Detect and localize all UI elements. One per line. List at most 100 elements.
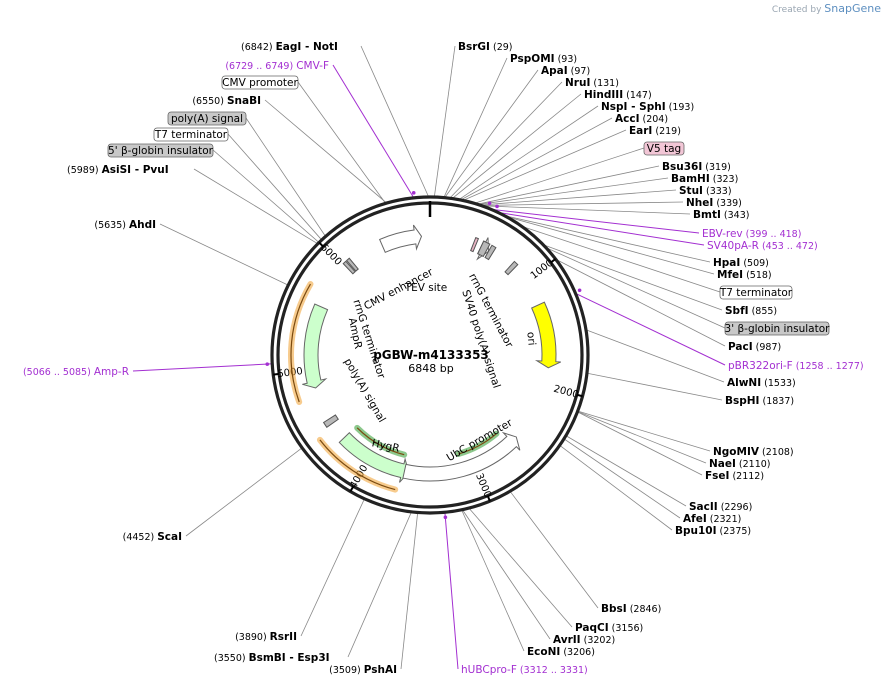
enzyme-pos: (4452) [123,532,158,543]
enzyme-name: BspHI (1837) [725,395,794,407]
enzyme-site-bsu36i[interactable]: Bsu36I (319) [662,161,731,173]
primer-hubcpro-f[interactable]: hUBCpro-F (3312 .. 3331) [461,664,588,676]
inner-label: ori [524,331,537,346]
feature-arrow-ubc-promoter[interactable] [402,431,521,482]
feature-arrow-ori[interactable] [530,301,562,369]
enzyme-site-eari[interactable]: EarI (219) [629,125,681,137]
enzyme-site-bpu10i[interactable]: Bpu10I (2375) [675,525,751,537]
feature-leader [245,117,327,238]
enzyme-pos: (2108) [759,447,794,458]
feature-box[interactable] [477,240,491,258]
feature-box[interactable] [342,260,356,275]
feature-label-v5-tag[interactable]: V5 tag [643,141,685,156]
enzyme-leader [475,165,660,206]
enzyme-site-nspi[interactable]: NspI - SphI (193) [601,101,694,113]
enzyme-site-stui[interactable]: StuI (333) [679,185,732,197]
enzyme-name: MfeI (518) [717,269,772,281]
enzyme-site-asisi[interactable]: (5989) AsiSI - PvuI [67,164,169,176]
enzyme-pos: (6842) [241,42,276,53]
inner-label: HygR [371,437,401,455]
enzyme-label: RsrII [270,631,297,643]
primer-mark [577,288,582,293]
enzyme-site-sbfi[interactable]: SbfI (855) [725,305,777,317]
primer-sv40pa-r[interactable]: SV40pA-R (453 .. 472) [707,240,818,252]
primer-pos: (3312 .. 3331) [517,665,588,676]
primer-pos: (1258 .. 1277) [793,361,864,372]
enzyme-site-bbsi[interactable]: BbsI (2846) [601,603,661,615]
enzyme-name: BsrGI (29) [458,41,513,53]
enzyme-site-nhei[interactable]: NheI (339) [686,197,742,209]
feature-box[interactable] [345,257,359,272]
feature-label-3-globin-insulator[interactable]: 3' β-globin insulator [725,321,831,336]
enzyme-site-ahdi[interactable]: (5635) AhdI [94,219,156,231]
enzyme-leader [450,93,582,200]
enzyme-pos: (339) [713,198,742,209]
plasmid-center-label: pGBW-m4133353 6848 bp [373,348,489,375]
enzyme-site-alwni[interactable]: AlwNI (1533) [727,377,796,389]
enzyme-site-paqci[interactable]: PaqCI (3156) [575,622,643,634]
enzyme-site-naei[interactable]: NaeI (2110) [709,458,771,470]
feature-label-t7-terminator[interactable]: T7 terminator [719,285,793,300]
enzyme-site-mfei[interactable]: MfeI (518) [717,269,772,281]
enzyme-site-paci[interactable]: PacI (987) [728,341,781,353]
enzyme-site-apai[interactable]: ApaI (97) [541,65,590,77]
primer-amp-r[interactable]: (5066 .. 5085) Amp-R [23,366,129,378]
enzyme-site-bsmbi[interactable]: (3550) BsmBI - Esp3I [214,652,330,664]
enzyme-name: (6550) SnaBI [192,95,261,107]
enzyme-pos: (97) [568,66,591,77]
enzyme-site-hpai[interactable]: HpaI (509) [713,257,769,269]
enzyme-site-sacii[interactable]: SacII (2296) [689,501,752,513]
feature-arrow-cmv-enhancer[interactable] [378,224,423,253]
enzyme-site-ngomiv[interactable]: NgoMIV (2108) [713,446,794,458]
tick-mark [576,393,583,398]
feature-label-5-globin-insulator[interactable]: 5' β-globin insulator [107,143,214,158]
enzyme-name: StuI (333) [679,185,732,197]
primer-label: pBR322ori-F (1258 .. 1277) [728,360,864,372]
enzyme-name: ApaI (97) [541,65,590,77]
feature-box[interactable] [484,244,497,261]
enzyme-leader [478,201,684,206]
enzyme-site-avrii[interactable]: AvrII (3202) [553,634,615,646]
primer-cmv-f[interactable]: (6729 .. 6749) CMV-F [225,60,329,72]
enzyme-site-nrui[interactable]: NruI (131) [565,77,619,89]
feature-box[interactable] [504,260,519,276]
feature-label-box [153,127,229,142]
primer-pos: (5066 .. 5085) [23,367,94,378]
enzyme-site-acci[interactable]: AccI (204) [615,113,668,125]
enzyme-site-bamhi[interactable]: BamHI (323) [671,173,738,185]
feature-box[interactable] [470,236,480,253]
enzyme-label: BmtI [693,209,721,221]
enzyme-site-bmti[interactable]: BmtI (343) [693,209,749,221]
enzyme-site-afei[interactable]: AfeI (2321) [683,513,741,525]
feature-label-t7-terminator[interactable]: T7 terminator [153,127,229,142]
enzyme-site-bsphi[interactable]: BspHI (1837) [725,395,794,407]
enzyme-site-econi[interactable]: EcoNI (3206) [527,646,595,658]
enzyme-site-fsei[interactable]: FseI (2112) [705,470,764,482]
feature-box[interactable] [322,414,339,428]
enzyme-pos: (855) [749,306,778,317]
primer-ebv-rev[interactable]: EBV-rev (399 .. 418) [702,228,801,240]
feature-leader [518,224,721,293]
enzyme-site-rsrii[interactable]: (3890) RsrII [235,631,297,643]
primer-pbr322ori-f[interactable]: pBR322ori-F (1258 .. 1277) [728,360,864,372]
enzyme-site-pshai[interactable]: (3509) PshAI [329,664,397,676]
primer-label: (5066 .. 5085) Amp-R [23,366,129,378]
enzyme-leader [433,45,456,199]
primer-name: hUBCpro-F [461,664,517,676]
enzyme-leader [400,511,419,670]
enzyme-site-pspomi[interactable]: PspOMI (93) [510,53,577,65]
enzyme-site-bsrgi[interactable]: BsrGI (29) [458,41,513,53]
enzyme-pos: (2321) [707,514,742,525]
feature-arrow-ampr[interactable] [302,303,329,389]
enzyme-site-hindiii[interactable]: HindIII (147) [584,89,652,101]
enzyme-leader [459,117,613,202]
enzyme-site-eagi[interactable]: (6842) EagI - NotI [241,41,338,53]
feature-label-poly-a-signal[interactable]: poly(A) signal [167,111,247,126]
feature-label-cmv-promoter[interactable]: CMV promoter [221,75,298,90]
enzyme-pos: (204) [639,114,668,125]
primer-name: CMV-F [296,60,329,72]
feature-label-text: T7 terminator [154,129,228,141]
enzyme-site-scai[interactable]: (4452) ScaI [123,531,182,543]
enzyme-site-snabi[interactable]: (6550) SnaBI [192,95,261,107]
